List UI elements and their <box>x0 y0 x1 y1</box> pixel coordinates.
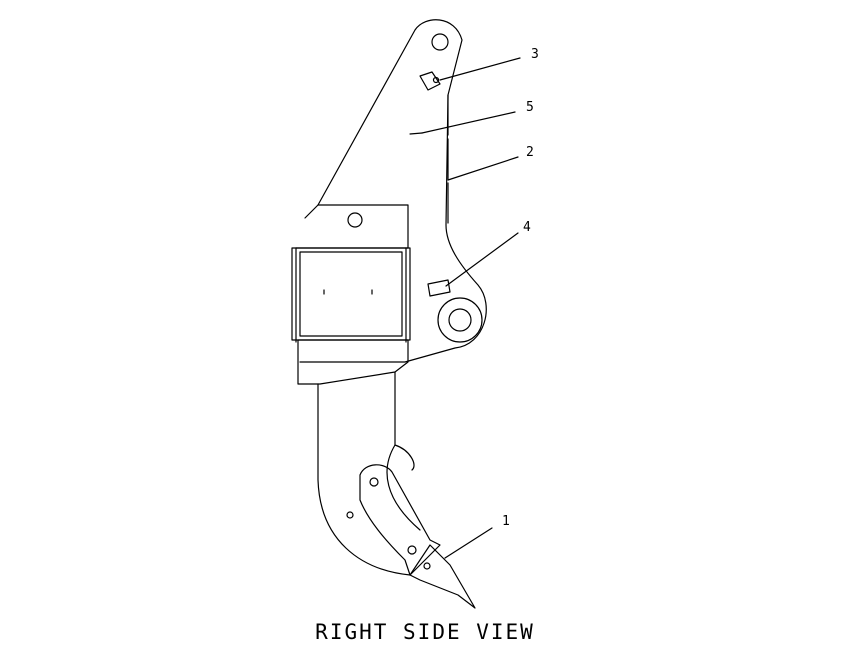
callout-2: 2 <box>526 145 534 160</box>
shank-small-hole <box>346 511 354 519</box>
leader-5 <box>421 111 516 134</box>
shank-outline <box>317 371 415 576</box>
upper-arm-outline <box>299 19 487 363</box>
adapter-pin-upper <box>369 477 379 487</box>
callout-1: 1 <box>502 514 510 529</box>
ripper-tip <box>409 544 476 609</box>
part-4-plate <box>427 279 451 297</box>
leader-3 <box>439 57 521 81</box>
upper-pivot-hole <box>431 33 449 51</box>
lower-pivot-hole <box>448 308 472 332</box>
adapter-pin-lower <box>407 545 417 555</box>
shank-curve-inner <box>386 444 421 531</box>
view-title: RIGHT SIDE VIEW <box>315 620 535 644</box>
part-5-mark <box>409 132 423 135</box>
lower-pivot-boss <box>437 297 483 343</box>
part-3-hole <box>432 76 440 84</box>
tip-adapter <box>359 464 441 576</box>
leader-1 <box>444 527 493 559</box>
part-3-clip <box>419 71 441 91</box>
tip-pin <box>423 562 431 570</box>
housing-rail <box>295 247 407 343</box>
housing-outer <box>291 247 411 341</box>
leader-4 <box>445 232 519 287</box>
callout-5: 5 <box>526 100 534 115</box>
leader-2 <box>447 156 519 181</box>
bracket-hole <box>347 212 363 228</box>
housing-inner <box>299 251 403 337</box>
callout-4: 4 <box>523 220 531 235</box>
callout-3: 3 <box>531 47 539 62</box>
